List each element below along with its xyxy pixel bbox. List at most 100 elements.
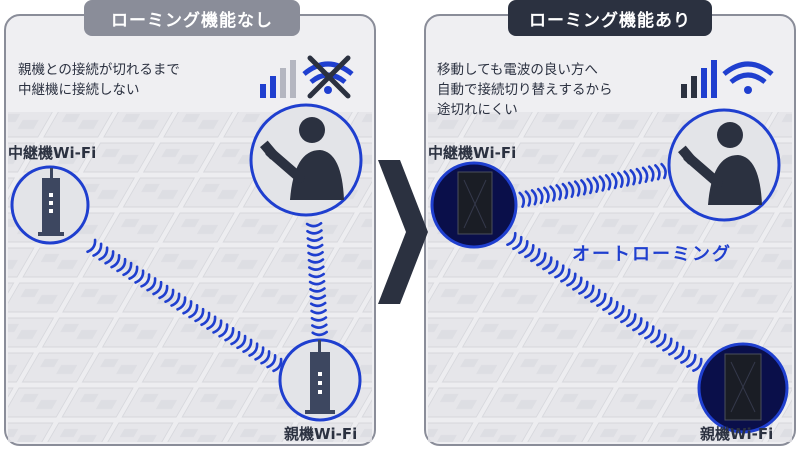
wifi-wave-arc <box>272 357 283 373</box>
wifi-wave-arc <box>584 284 595 299</box>
wifi-wave-arc <box>536 187 544 205</box>
wifi-blocked-icon <box>302 55 354 99</box>
description-no-roaming: 親機との接続が切れるまで 中継機に接続しない <box>18 62 180 98</box>
wifi-wave-arc <box>629 169 637 186</box>
wifi-wave-arc <box>560 268 571 283</box>
repeater-label-right: 中継機Wi-Fi <box>428 144 517 162</box>
wifi-wave-arc <box>512 235 523 251</box>
wifi-wave-arc <box>632 317 643 332</box>
wifi-wave-arc <box>311 323 328 329</box>
wifi-wave-arc <box>566 272 577 287</box>
wifi-wave-arc <box>617 171 624 188</box>
wifi-wave-arc <box>692 357 703 372</box>
wifi-wave-arc <box>307 258 325 264</box>
wifi-wave-arc <box>170 292 181 307</box>
wifi-wave-arc <box>104 250 115 265</box>
wifi-wave-arc <box>554 264 565 279</box>
wifi-wave-arc <box>549 185 556 202</box>
wifi-wave-arc <box>647 165 655 182</box>
auto-roaming-label: オートローミング <box>572 244 732 265</box>
wifi-wave-arc <box>306 243 324 250</box>
wifi-wave-arc <box>194 307 205 323</box>
wifi-wave-arc <box>134 269 145 284</box>
wifi-repeater-icon <box>10 165 90 245</box>
wifi-wave-arc <box>530 248 541 263</box>
wifi-wave-arc <box>206 315 217 330</box>
wifi-wave-arc <box>654 164 661 181</box>
wifi-wave-arc <box>686 353 697 368</box>
wifi-wave-arc <box>610 172 618 190</box>
wifi-wave-arc <box>254 346 265 361</box>
wifi-wave-arc <box>548 260 559 275</box>
wifi-wave-arc <box>311 330 328 337</box>
wifi-wave-arc <box>641 166 649 183</box>
description-with-roaming: 移動しても電波の良い方へ 自動で接続切り替えするから 途切れにくい <box>437 62 613 118</box>
wifi-wave-arc <box>242 338 253 353</box>
wifi-wave-arc <box>660 162 667 180</box>
wifi-wave-arc <box>580 179 587 196</box>
wifi-wave-arc <box>266 353 277 369</box>
transition-arrow <box>378 160 428 304</box>
signal-bars-icon <box>681 60 717 98</box>
wifi-wave-arc <box>598 175 606 192</box>
person-with-phone-icon <box>249 103 363 217</box>
wifi-repeater-icon <box>430 161 518 249</box>
wifi-wave-arc <box>218 323 229 338</box>
wifi-wave-arc <box>623 170 630 187</box>
wifi-router-icon <box>278 338 362 422</box>
wifi-wave-arc <box>602 296 613 312</box>
wifi-wave-arc <box>536 252 547 267</box>
wifi-wave-arc <box>586 177 593 195</box>
wifi-wave-arc <box>122 261 133 277</box>
wifi-wave-arc <box>310 308 327 315</box>
wifi-wave-arc <box>662 337 673 352</box>
wifi-wave-arc <box>620 309 631 324</box>
wifi-wave-arc <box>524 244 535 259</box>
wifi-wave-arc <box>596 292 607 307</box>
router-label-right: 親機Wi-Fi <box>700 425 774 443</box>
signal-bars-icon <box>260 60 296 98</box>
wifi-wave-arc <box>530 189 538 206</box>
wifi-wave-arc <box>98 246 109 261</box>
wifi-wave-arc <box>248 342 259 357</box>
wifi-wave-arc <box>224 327 235 342</box>
wifi-wave-arc <box>592 176 600 193</box>
wifi-wave-arc <box>309 301 327 308</box>
wifi-waves-right-repeater-to-router <box>506 231 703 372</box>
wifi-wave-arc <box>635 167 643 185</box>
wifi-wave-arc <box>561 182 569 200</box>
wifi-wave-arc <box>604 174 612 191</box>
wifi-wave-arc <box>140 273 151 288</box>
wifi-wave-arc <box>308 279 326 286</box>
wifi-wave-arc <box>614 304 625 320</box>
wifi-waves-left-vertical <box>305 221 328 337</box>
wifi-wave-arc <box>518 191 526 208</box>
wifi-wave-arc <box>146 277 157 292</box>
wifi-wave-arc <box>578 280 589 295</box>
wifi-wave-arc <box>176 296 187 311</box>
wifi-wave-arc <box>644 325 655 340</box>
wifi-wave-arc <box>573 180 581 197</box>
wifi-waves-right-repeater-to-person <box>518 162 667 208</box>
wifi-wave-arc <box>308 265 325 271</box>
wifi-wave-arc <box>260 350 271 365</box>
header-with-roaming: ローミング機能あり <box>508 0 712 36</box>
wifi-wave-arc <box>608 300 619 316</box>
wifi-icon <box>722 61 774 94</box>
wifi-wave-arc <box>236 334 247 350</box>
wifi-wave-arc <box>110 254 121 269</box>
router-label-left: 親機Wi-Fi <box>284 425 358 443</box>
wifi-wave-arc <box>92 242 103 257</box>
wifi-wave-arc <box>506 231 517 247</box>
wifi-wave-arc <box>572 276 583 291</box>
wifi-wave-arc <box>308 272 325 279</box>
wifi-wave-arc <box>309 294 327 300</box>
wifi-wave-arc <box>567 181 575 198</box>
wifi-waves-left-diagonal <box>86 238 283 373</box>
wifi-wave-arc <box>524 190 532 207</box>
repeater-label-left: 中継機Wi-Fi <box>8 144 97 162</box>
wifi-wave-arc <box>680 349 691 364</box>
wifi-wave-arc <box>128 265 139 280</box>
wifi-wave-arc <box>188 303 199 319</box>
